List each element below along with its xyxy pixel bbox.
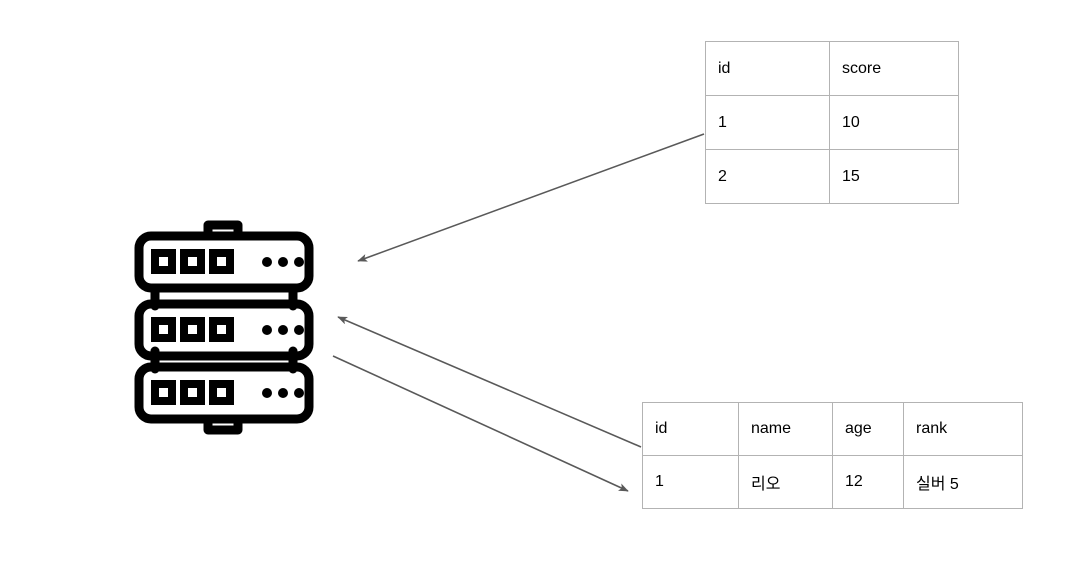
server-stack-icon — [134, 220, 314, 435]
server-to-users-arrow — [332, 355, 629, 492]
server-unit-2-led-2 — [180, 317, 205, 342]
users-cell-age-1: 12 — [832, 455, 904, 509]
users-header-id: id — [642, 402, 739, 456]
scores-header-id: id — [705, 41, 830, 96]
server-unit-2 — [134, 299, 314, 361]
scores-cell-id-1: 1 — [705, 95, 830, 150]
users-header-rank: rank — [903, 402, 1023, 456]
server-unit-1-led-3 — [209, 249, 234, 274]
scores-cell-id-2: 2 — [705, 149, 830, 204]
users-cell-id-1: 1 — [642, 455, 739, 509]
table-header-row: id name age rank — [642, 402, 1023, 456]
table-row: 1 리오 12 실버 5 — [642, 455, 1023, 509]
users-to-server-arrow — [337, 316, 642, 448]
server-unit-3-led-2 — [180, 380, 205, 405]
users-cell-name-1: 리오 — [738, 455, 833, 509]
scores-cell-score-1: 10 — [829, 95, 959, 150]
server-unit-1 — [134, 231, 314, 293]
server-top-tab — [203, 220, 243, 240]
table-row: 1 10 — [705, 95, 959, 150]
server-status-dots — [262, 257, 304, 398]
users-header-name: name — [738, 402, 833, 456]
users-header-age: age — [832, 402, 904, 456]
server-bottom-tab — [203, 415, 243, 435]
server-unit-3 — [134, 362, 314, 424]
scores-header-score: score — [829, 41, 959, 96]
server-unit-1-led-1 — [151, 249, 176, 274]
server-unit-2-led-1 — [151, 317, 176, 342]
scores-table: id score 1 10 2 15 — [705, 41, 959, 204]
users-table: id name age rank 1 리오 12 실버 5 — [642, 402, 1023, 509]
table-row: 2 15 — [705, 149, 959, 204]
server-unit-2-led-3 — [209, 317, 234, 342]
server-unit-1-led-2 — [180, 249, 205, 274]
scores-to-server-arrow — [357, 133, 705, 262]
server-unit-3-led-3 — [209, 380, 234, 405]
users-cell-rank-1: 실버 5 — [903, 455, 1023, 509]
scores-cell-score-2: 15 — [829, 149, 959, 204]
server-unit-3-led-1 — [151, 380, 176, 405]
table-header-row: id score — [705, 41, 959, 96]
